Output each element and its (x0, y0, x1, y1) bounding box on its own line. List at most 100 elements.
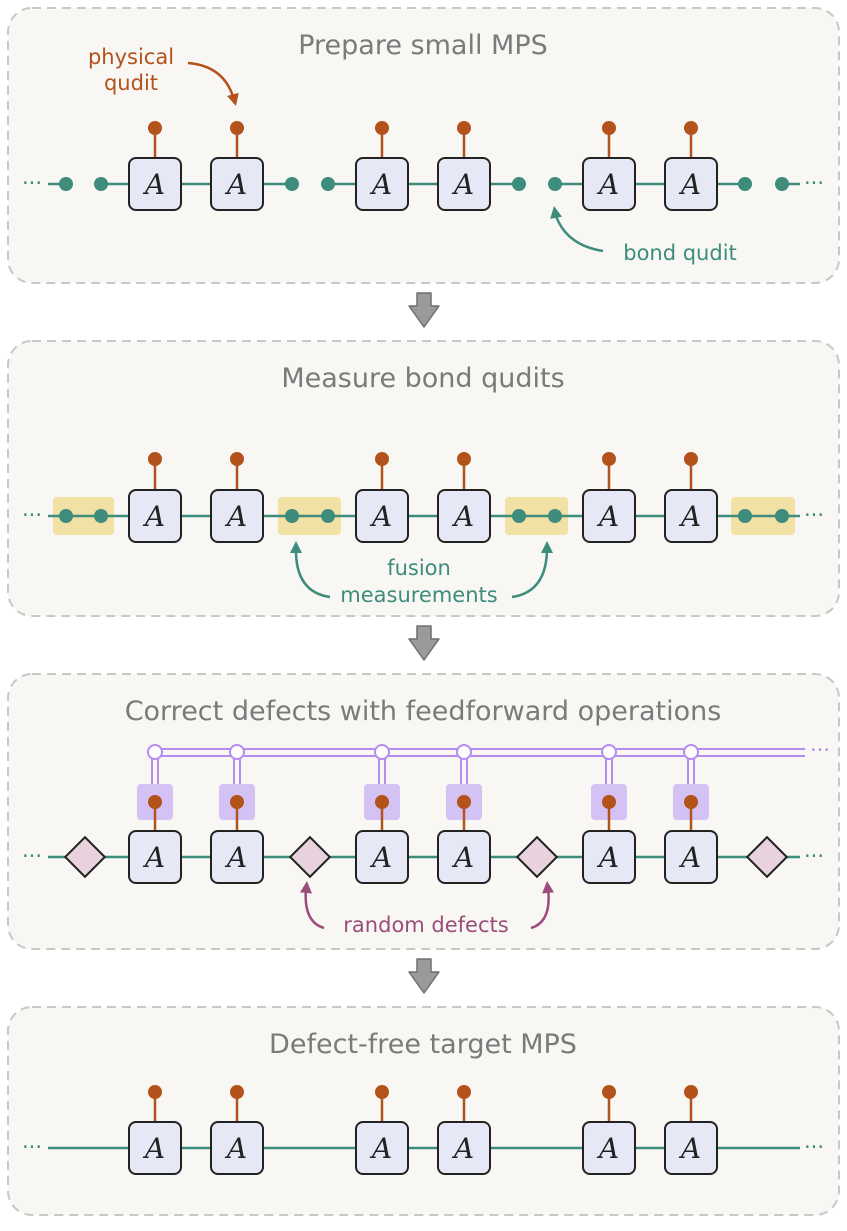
physical-qudit-dot (684, 452, 698, 466)
physical-qudit-dot (684, 1085, 698, 1099)
defect-diamond (63, 835, 107, 879)
panel-title: Correct defects with feedforward operati… (125, 696, 722, 727)
bond-qudit-dot (321, 509, 335, 523)
tensor-label: A (224, 168, 247, 201)
tensor-label: A (224, 500, 247, 533)
tensor-box (210, 157, 264, 211)
tensor-label: A (142, 500, 165, 533)
tensor-box (437, 489, 491, 543)
fusion-arrow-left (294, 547, 331, 599)
arrowhead (227, 92, 239, 106)
continuation-dots: ··· (804, 171, 824, 195)
continuation-dots: ··· (22, 844, 42, 868)
bond-qudit-dot (548, 177, 562, 191)
tensor-label: A (142, 1132, 165, 1165)
bond-qudit-dot (59, 509, 73, 523)
fusion-arrow-right (511, 547, 549, 599)
tensor-label: A (451, 500, 474, 533)
feedforward-node (374, 744, 390, 760)
continuation-dots: ··· (804, 844, 824, 868)
defect-diamond (515, 835, 559, 879)
panel-border (7, 7, 840, 284)
tensor-box (664, 489, 718, 543)
defect-arrow-right (530, 887, 550, 930)
physical-qudit-dot (375, 121, 389, 135)
panel-title: Measure bond qudits (281, 363, 564, 394)
physical-qudit-dot (602, 795, 616, 809)
arrowhead (290, 541, 302, 553)
feedforward-node (601, 744, 617, 760)
tensor-box (210, 489, 264, 543)
physical-qudit-dot (148, 1085, 162, 1099)
continuation-dots: ··· (804, 503, 824, 527)
panel-title: Prepare small MPS (298, 30, 548, 61)
tensor-box (582, 157, 636, 211)
bond-qudit-dot (738, 509, 752, 523)
tensor-label: A (224, 1132, 247, 1165)
arrowhead (542, 881, 555, 894)
random-defects-label: random defects (343, 913, 508, 937)
tensor-label: A (451, 168, 474, 201)
continuation-dots: ··· (22, 171, 42, 195)
physical-qudit-dot (230, 121, 244, 135)
continuation-dots: ··· (22, 1135, 42, 1159)
panel-title: Defect-free target MPS (269, 1029, 577, 1060)
tensor-label: A (451, 841, 474, 874)
tensor-box (355, 830, 409, 884)
tensor-label: A (678, 841, 701, 874)
bond-qudit-dot (94, 509, 108, 523)
physical-qudit-dot (375, 1085, 389, 1099)
continuation-dots: ··· (22, 503, 42, 527)
tensor-label: A (678, 1132, 701, 1165)
tensor-label: A (678, 500, 701, 533)
defect-diamond (745, 835, 789, 879)
tensor-box (664, 830, 718, 884)
physical-qudit-dot (230, 1085, 244, 1099)
tensor-label: A (369, 841, 392, 874)
tensor-box (210, 830, 264, 884)
physical-qudit-dot (148, 795, 162, 809)
down-arrow-icon (408, 292, 440, 328)
tensor-box (437, 1121, 491, 1175)
physical-arrow (187, 61, 236, 101)
bond-qudit-dot (285, 177, 299, 191)
bond-qudit-dot (59, 177, 73, 191)
tensor-box (582, 830, 636, 884)
tensor-box (128, 1121, 182, 1175)
arrowhead (550, 206, 562, 219)
tensor-label: A (142, 841, 165, 874)
physical-qudit-dot (602, 121, 616, 135)
physical-qudit-dot (230, 452, 244, 466)
feedforward-node (456, 744, 472, 760)
tensor-label: A (596, 168, 619, 201)
physical-qudit-dot (684, 795, 698, 809)
arrowhead (299, 881, 312, 894)
tensor-label: A (369, 168, 392, 201)
physical-qudit-dot (375, 795, 389, 809)
tensor-label: A (224, 841, 247, 874)
tensor-box (355, 489, 409, 543)
tensor-label: A (369, 1132, 392, 1165)
bond-qudit-dot (94, 177, 108, 191)
tensor-label: A (369, 500, 392, 533)
bond-qudit-dot (512, 509, 526, 523)
physical-qudit-dot (684, 121, 698, 135)
panel-3: Correct defects with feedforward operati… (7, 673, 840, 950)
bond-qudit-dot (321, 177, 335, 191)
tensor-label: A (596, 500, 619, 533)
tensor-box (128, 830, 182, 884)
bond-qudit-dot (775, 509, 789, 523)
tensor-box (664, 157, 718, 211)
tensor-box (437, 830, 491, 884)
defect-arrow-left (304, 887, 325, 930)
tensor-box (128, 489, 182, 543)
physical-qudit-dot (457, 795, 471, 809)
continuation-dots: ··· (810, 738, 830, 762)
physical-qudit-dot (457, 452, 471, 466)
bond-qudit-dot (512, 177, 526, 191)
physical-qudit-dot (602, 452, 616, 466)
tensor-label: A (451, 1132, 474, 1165)
